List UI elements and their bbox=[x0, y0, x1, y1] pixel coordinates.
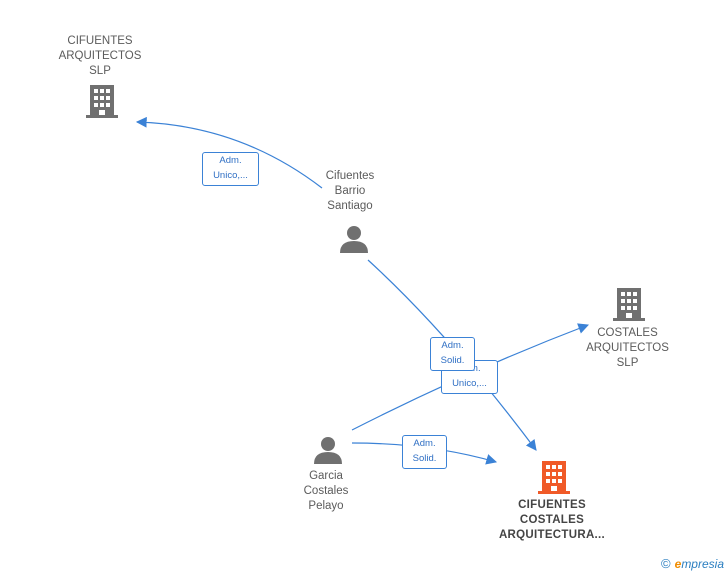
edge-line-e1 bbox=[135, 116, 323, 189]
node-garcia-costales[interactable]: Garcia Costales Pelayo bbox=[276, 469, 376, 514]
node-label: Cifuentes Barrio Santiago bbox=[325, 170, 375, 212]
edge-label-e2[interactable]: Adm. Solid. bbox=[430, 337, 475, 371]
copyright-symbol: © bbox=[661, 556, 671, 571]
edge-label-e4[interactable]: Adm. Solid. bbox=[402, 435, 447, 469]
brand-logo: empresia bbox=[674, 556, 724, 571]
person-icon[interactable] bbox=[339, 225, 369, 253]
node-cifuentes-arquitectos[interactable]: CIFUENTES ARQUITECTOS SLP bbox=[40, 34, 160, 79]
node-cifuentes-costales-arquitectura[interactable]: CIFUENTES COSTALES ARQUITECTURA... bbox=[482, 498, 622, 543]
edge-label-e1[interactable]: Adm. Unico,... bbox=[202, 152, 259, 186]
node-costales-arquitectos[interactable]: COSTALES ARQUITECTOS SLP bbox=[570, 326, 685, 371]
node-label: CIFUENTES COSTALES ARQUITECTURA... bbox=[498, 499, 606, 541]
building-icon[interactable] bbox=[86, 83, 118, 119]
node-label: COSTALES ARQUITECTOS SLP bbox=[586, 327, 669, 369]
building-icon[interactable] bbox=[613, 286, 645, 322]
person-icon[interactable] bbox=[313, 436, 343, 464]
brand-footer: © empresia bbox=[661, 556, 724, 571]
building-icon[interactable] bbox=[538, 459, 570, 495]
node-cifuentes-barrio[interactable]: Cifuentes Barrio Santiago bbox=[300, 169, 400, 214]
node-label: CIFUENTES ARQUITECTOS SLP bbox=[58, 35, 142, 77]
node-label: Garcia Costales Pelayo bbox=[303, 470, 349, 512]
